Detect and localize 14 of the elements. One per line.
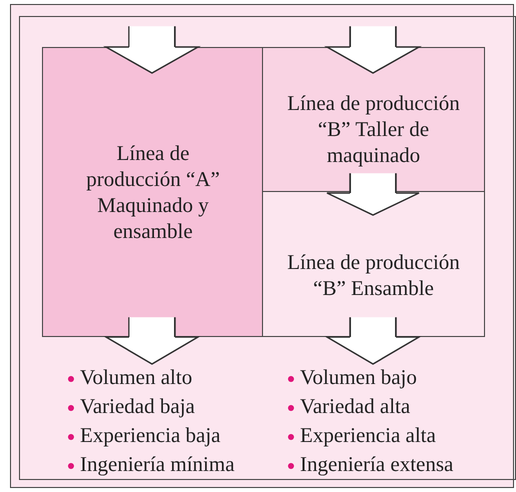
box-label: Línea de producción “B” Ensamble <box>286 249 461 301</box>
bullet-item: Ingeniería extensa <box>286 450 454 479</box>
process-box <box>262 191 485 337</box>
box-label: Línea de producción “A” Maquinado y ensamble <box>85 140 221 244</box>
process-box <box>42 47 264 337</box>
bullet-item: Variedad alta <box>286 392 410 421</box>
bullet-item: Volumen bajo <box>286 363 417 392</box>
bullet-item: Volumen alto <box>66 363 192 392</box>
process-box <box>262 47 485 193</box>
bullet-item: Variedad baja <box>66 392 195 421</box>
bullet-item: Ingeniería mínima <box>66 450 235 479</box>
bullet-item: Experiencia alta <box>286 421 436 450</box>
box-label: Línea de producción “B” Taller de maquinado <box>286 90 461 168</box>
bullet-item: Experiencia baja <box>66 421 220 450</box>
